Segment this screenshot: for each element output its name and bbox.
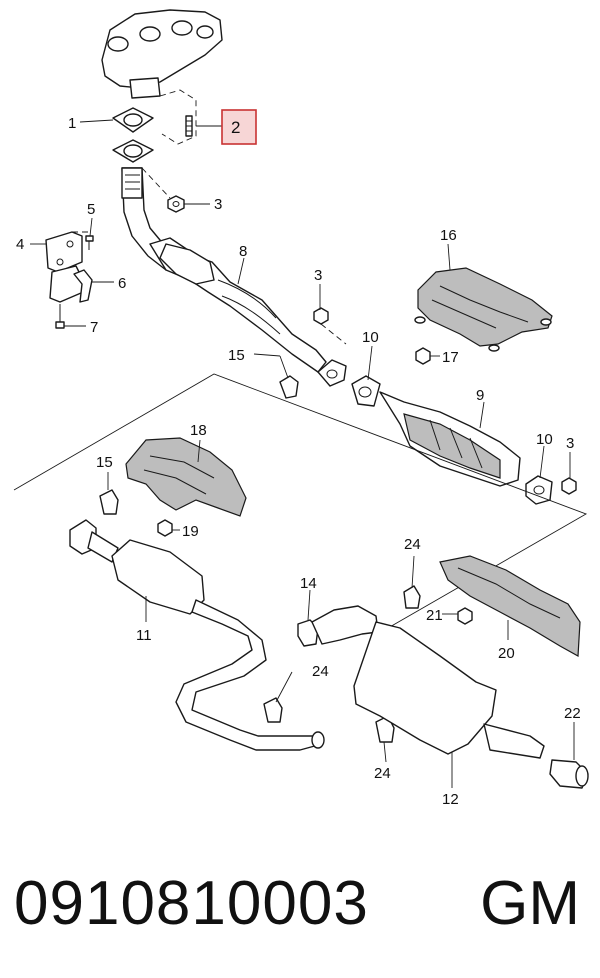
- gasket-flange: [112, 107, 154, 133]
- callout-8: 8: [239, 243, 247, 260]
- heat-shield: [439, 555, 581, 657]
- rubber-hanger: [297, 619, 319, 647]
- nut: [415, 347, 431, 365]
- callout-11: 11: [136, 627, 152, 644]
- callout-24: 24: [312, 663, 329, 680]
- callout-14: 14: [300, 575, 317, 592]
- gasket: [279, 375, 299, 399]
- callout-21: 21: [426, 607, 443, 624]
- callout-5: 5: [87, 201, 95, 218]
- callout-4: 4: [16, 236, 24, 253]
- callout-22: 22: [564, 705, 581, 722]
- heat-shield: [414, 267, 553, 352]
- callout-9: 9: [476, 387, 484, 404]
- callout-24: 24: [404, 536, 421, 553]
- nut: [561, 477, 577, 495]
- leader-lines: [30, 119, 575, 788]
- bolt: [55, 304, 65, 329]
- rubber-hanger: [403, 585, 421, 609]
- part-number: 0910810003: [14, 869, 369, 938]
- nut-reference-line: [141, 167, 171, 199]
- bracket: [45, 231, 89, 303]
- nut: [313, 307, 329, 325]
- callout-3: 3: [214, 196, 222, 213]
- rear-muffler: [311, 605, 545, 759]
- nut: [457, 607, 473, 625]
- callout-18: 18: [190, 422, 207, 439]
- callout-1: 1: [68, 115, 76, 132]
- callout-16: 16: [440, 227, 457, 244]
- callout-3: 3: [314, 267, 322, 284]
- callout-7: 7: [90, 319, 98, 336]
- callout-10: 10: [536, 431, 553, 448]
- rubber-hanger: [73, 269, 93, 303]
- tail-pipe-tip: [549, 759, 589, 789]
- callout-24: 24: [374, 765, 391, 782]
- nut: [157, 519, 173, 537]
- highlight-box: [221, 109, 257, 145]
- callout-10: 10: [362, 329, 379, 346]
- callout-3: 3: [566, 435, 574, 452]
- intermediate-pipe-muffler: [69, 519, 325, 751]
- callout-6: 6: [118, 275, 126, 292]
- footer: 0910810003 GM: [0, 860, 600, 978]
- callout-15: 15: [228, 347, 245, 364]
- callout-12: 12: [442, 791, 459, 808]
- gasket: [99, 489, 119, 515]
- callout-19: 19: [182, 523, 199, 540]
- front-pipe-flange: [112, 139, 154, 163]
- brand-label: GM: [480, 869, 580, 938]
- heat-shield: [125, 437, 247, 517]
- bolt: [85, 235, 94, 250]
- exhaust-manifold: [101, 9, 223, 99]
- exhaust-system-diagram: 1 2 3 5 4 8 16 6 3 7 10 17 15 9 18 10 3 …: [13, 9, 589, 808]
- rubber-hanger: [263, 697, 283, 723]
- stud-bolt: [185, 115, 193, 137]
- callout-17: 17: [442, 349, 459, 366]
- center-pipe-resonator: [149, 237, 327, 373]
- nut-reference-line: [320, 323, 347, 345]
- nut: [167, 195, 185, 213]
- callout-2: 2: [231, 118, 240, 137]
- flange-gasket: [351, 375, 381, 407]
- callout-20: 20: [498, 645, 515, 662]
- flange-gasket: [317, 359, 347, 387]
- callout-15: 15: [96, 454, 113, 471]
- catalytic-converter: [379, 391, 521, 487]
